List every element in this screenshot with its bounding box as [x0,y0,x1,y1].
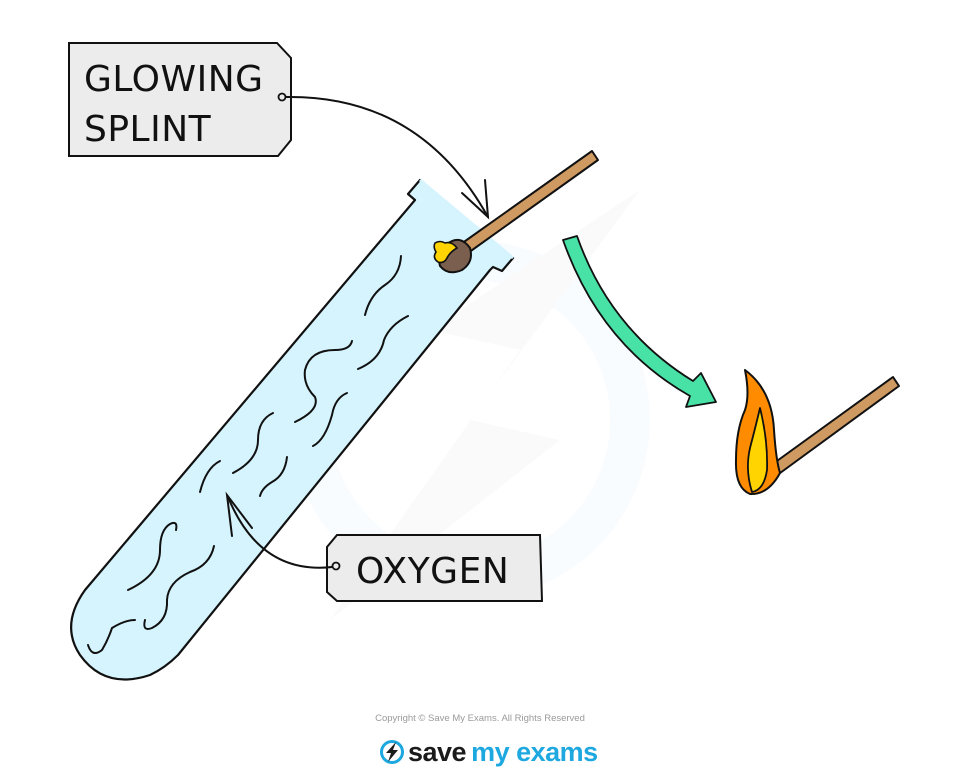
oxygen-gas-squiggles [87,255,409,655]
test-tube-body [70,178,515,681]
save-my-exams-logo: save my exams [379,735,598,769]
glowing-splint-pointer-arrow [285,95,490,220]
oxygen-label: OXYGEN [356,551,509,592]
splint-ember-yellow [433,240,459,264]
test-tube [70,178,515,681]
glowing-splint-label-line1: GLOWING [84,59,264,100]
oxygen-tag: OXYGEN [326,534,544,602]
oxygen-pointer-arrow [225,491,333,569]
logo-text-save: save [408,737,467,767]
flame-inner [747,407,769,493]
glowing-splint-tag: GLOWING SPLINT [68,42,292,157]
tube-rim-highlight [419,178,514,260]
result-arrow [562,235,717,408]
tag-hole [277,92,287,102]
relit-splint [734,369,900,496]
glowing-splint [433,150,599,274]
copyright-text: Copyright © Save My Exams. All Rights Re… [375,713,585,724]
tag-hole [331,561,341,571]
glowing-splint-label-line2: SPLINT [84,109,212,150]
logo-text-my-exams: my exams [471,737,598,767]
match-stick [769,376,900,477]
lightning-bolt-icon [380,740,404,764]
